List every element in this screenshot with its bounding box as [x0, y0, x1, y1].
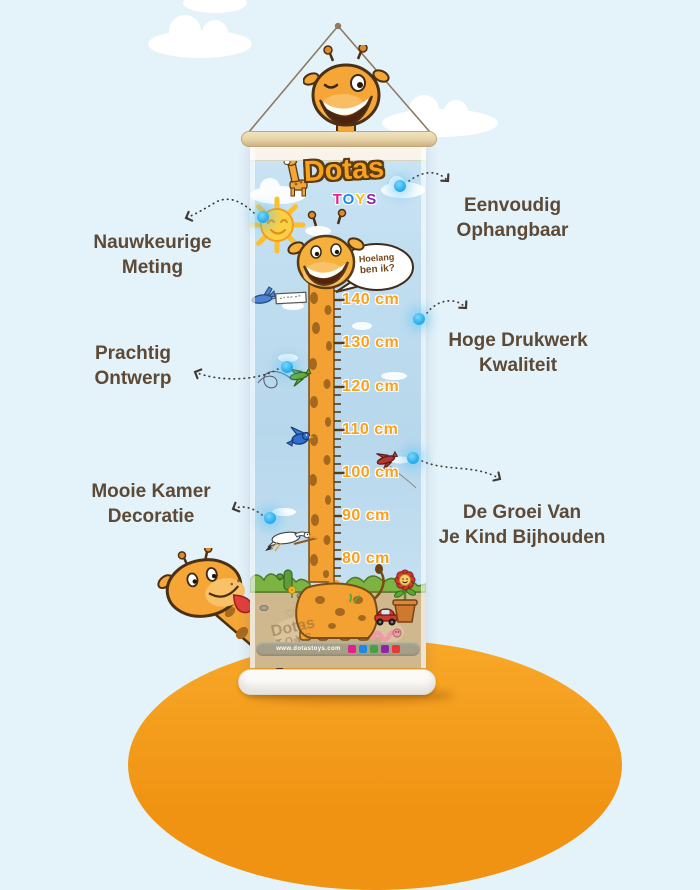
feature-line: Ontwerp [94, 368, 172, 389]
website-url: www.dotastoys.com [276, 646, 341, 652]
ruler-neck [308, 279, 348, 583]
ruler-label-80: 80 cm [342, 550, 390, 567]
tongue [232, 594, 253, 614]
banner-illustration [250, 151, 426, 668]
logo-letter: O [342, 191, 356, 208]
ruler-label-110: 110 cm [342, 421, 399, 438]
feature-label-nauwkeurige-meting: Nauwkeurige Meting [50, 230, 255, 280]
feature-line: Nauwkeurige [93, 232, 212, 253]
arrow-nauwkeurige [184, 198, 255, 222]
feature-label-eenvoudig-ophangbaar: Eenvoudig Ophangbaar [410, 193, 615, 243]
footer-bar: www.dotastoys.com [256, 642, 420, 656]
brand-logo: Dotas [302, 151, 386, 189]
social-icon-2 [358, 645, 367, 653]
feature-dot-mooie [264, 512, 276, 524]
feature-dot-nauwkeurige [257, 211, 269, 223]
ruler-label-120: 120 cm [342, 378, 400, 395]
flower-pot [392, 569, 418, 623]
arrow-hoge [426, 300, 468, 314]
ruler-label-130: 130 cm [342, 334, 400, 351]
cloud [183, 0, 247, 13]
feature-dot-hoge [413, 313, 425, 325]
feature-line: Eenvoudig [463, 195, 562, 216]
feature-label-groei-bijhouden: De Groei Van Je Kind Bijhouden [412, 500, 632, 550]
social-icon-5 [391, 645, 400, 653]
social-icon-4 [380, 645, 389, 653]
blue-bird [285, 426, 314, 447]
flower [288, 586, 296, 598]
worm [370, 628, 402, 642]
feature-line: Prachtig [94, 343, 172, 364]
logo-letter: Y [355, 191, 367, 208]
sun-icon [250, 196, 306, 254]
feature-label-mooie-kamer-decoratie: Mooie Kamer Decoratie [45, 479, 257, 529]
ruler-label-90: 90 cm [342, 507, 390, 524]
wooden-dowel [241, 131, 437, 147]
toy-car [374, 608, 398, 626]
feature-line: De Groei Van [462, 502, 582, 523]
feature-dot-eenvoudig [394, 180, 406, 192]
ruler-label-140: 140 cm [342, 291, 400, 308]
top-winking-giraffe [303, 45, 390, 142]
blue-plane-with-banner [251, 286, 307, 305]
feature-line: Kwaliteit [478, 355, 558, 376]
logo-letter: S [366, 191, 378, 208]
brand-logo-sub: TOYS [313, 191, 397, 208]
feature-label-prachtig-ontwerp: Prachtig Ontwerp [33, 341, 233, 391]
feature-line: Hoge Drukwerk [448, 330, 588, 351]
cloud [148, 15, 252, 58]
banner-left-edge [250, 140, 255, 668]
feature-label-hoge-drukwerk-kwaliteit: Hoge Drukwerk Kwaliteit [418, 328, 618, 378]
feature-dot-prachtig [281, 361, 293, 373]
feature-dot-groei [407, 452, 419, 464]
bottom-roll [238, 669, 436, 695]
growth-chart-banner: Dotas TOYS Hoelang ben ik? 140 cm 130 cm… [250, 140, 426, 668]
ruler-label-100: 100 cm [342, 464, 400, 481]
social-icon-3 [369, 645, 378, 653]
page: { "banner": { "logo": { "name": "Dotas",… [33, 0, 632, 890]
red-plane [376, 450, 417, 489]
arrow-groei [421, 460, 502, 482]
logo-giraffe-icon [283, 151, 308, 197]
feature-line: Ophangbaar [456, 220, 569, 241]
speech-bubble-text: Hoelang ben ik? [342, 251, 411, 278]
logo-letter: T [332, 191, 343, 208]
chart-giraffe-head [287, 208, 365, 290]
stork [265, 531, 318, 552]
social-icon-1 [347, 645, 356, 653]
feature-line: Mooie Kamer [91, 481, 211, 502]
feature-line: Decoratie [107, 506, 195, 527]
feature-line: Meting [121, 257, 184, 278]
cactus [276, 569, 293, 591]
banner-right-edge [421, 140, 426, 668]
feature-line: Je Kind Bijhouden [438, 527, 606, 548]
